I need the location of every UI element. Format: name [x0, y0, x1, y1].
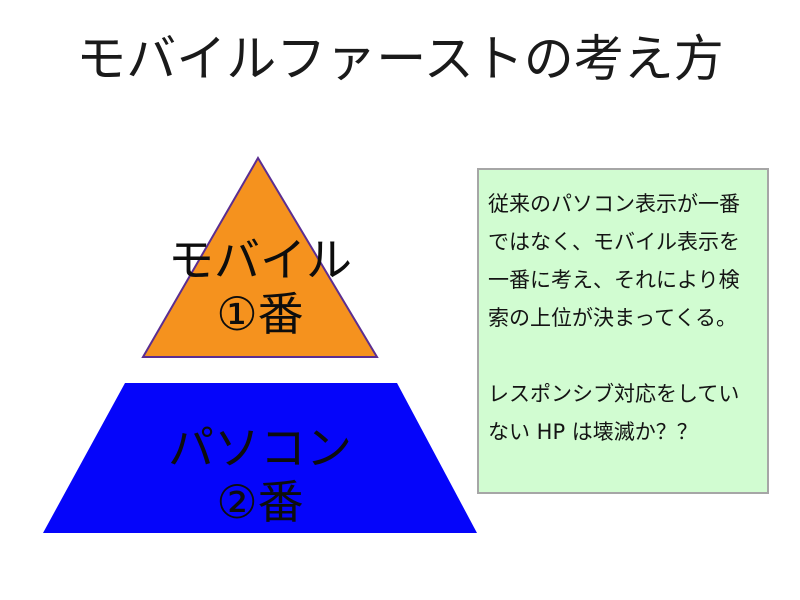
- page-title: モバイルファーストの考え方: [76, 30, 724, 88]
- pyramid-bottom-label: パソコン ②番: [168, 421, 352, 529]
- note-box: 従来のパソコン表示が一番 ではなく、モバイル表示を 一番に考え、それにより検 索…: [477, 168, 769, 494]
- pyramid-top-label: モバイル ①番: [168, 233, 352, 341]
- pyramid-bottom-trapezoid: [43, 383, 477, 533]
- note-paragraph-2: レスポンシブ対応をしてい ない HP は壊滅か？？: [488, 382, 740, 444]
- note-paragraph-1: 従来のパソコン表示が一番 ではなく、モバイル表示を 一番に考え、それにより検 索…: [488, 192, 740, 330]
- pyramid-top-triangle: [141, 156, 379, 358]
